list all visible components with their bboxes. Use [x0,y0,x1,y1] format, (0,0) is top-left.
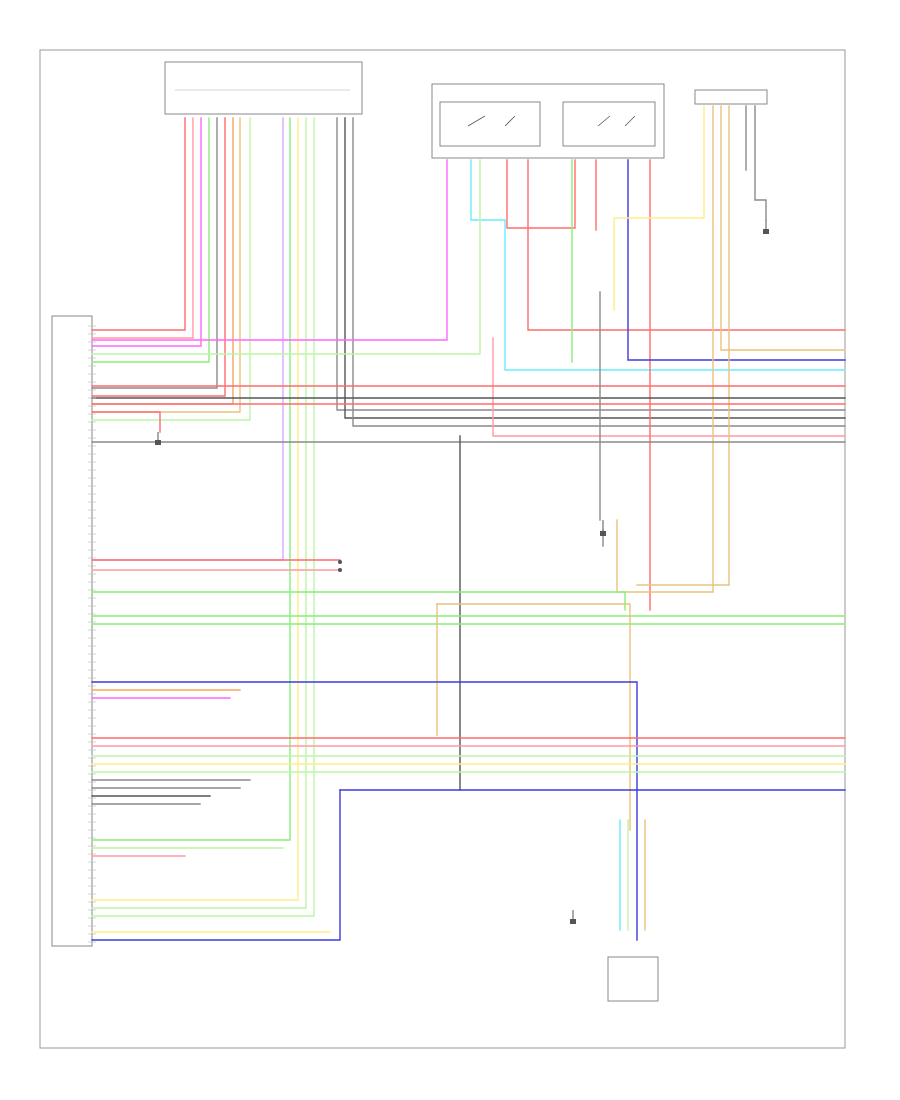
ground-symbol-bottom [570,910,576,924]
wire-grey-16 [352,117,846,427]
left-connector [51,315,93,947]
wire-yellow-11 [91,117,299,901]
wire-blue-58 [91,789,341,941]
top-right-connector [694,89,768,105]
wire-tan-7 [91,117,241,413]
wire-lilac-9 [91,117,284,561]
wire-red-5 [91,117,226,397]
wire-yellow-27 [613,105,705,311]
bottom-module [607,956,659,1002]
wire-orange-6 [91,117,234,405]
wire-pink-1 [91,117,194,339]
wire-violet-17 [91,159,448,341]
diagram-frame [39,49,846,1049]
wire-red-20 [506,159,576,229]
wire-lightgreen-8 [91,117,251,421]
relay-left [439,101,541,147]
ground-symbol-right-top [763,220,769,234]
wire-lightgreen-13 [91,117,315,917]
wire-violet-2 [91,117,202,347]
top-left-module [164,61,363,115]
wire-blue-45 [91,681,638,941]
wire-tan-28 [616,105,714,593]
wire-tan-30 [636,105,730,586]
wire-blue-24 [627,159,846,361]
relay-right [562,101,656,147]
wire-red-0 [91,117,186,331]
wire-grey-4 [91,117,218,389]
wire-green-40 [91,591,626,611]
wire-green-3 [91,117,210,363]
ground-symbol-left [155,432,161,445]
relay-right-switch-icon [597,115,636,127]
wire-red-21 [527,159,846,331]
wire-grey-32 [754,105,767,221]
wire-darkgrey-15 [344,117,846,419]
wire-lightgreen-19 [91,159,481,355]
wire-green-10 [91,117,291,841]
relay-left-switch-icon [467,115,516,127]
wires-group [88,105,846,943]
wire-pink-22 [492,337,846,437]
wire-tan-29 [720,105,846,351]
wire-grey-14 [336,117,846,411]
connector-dots-mid [338,560,342,572]
wire-lightgreen-12 [91,117,307,909]
wire-red-67 [91,411,161,433]
ground-symbol-center [600,520,606,536]
wire-cyan-18 [470,159,846,371]
wire-tan-43 [436,603,631,831]
